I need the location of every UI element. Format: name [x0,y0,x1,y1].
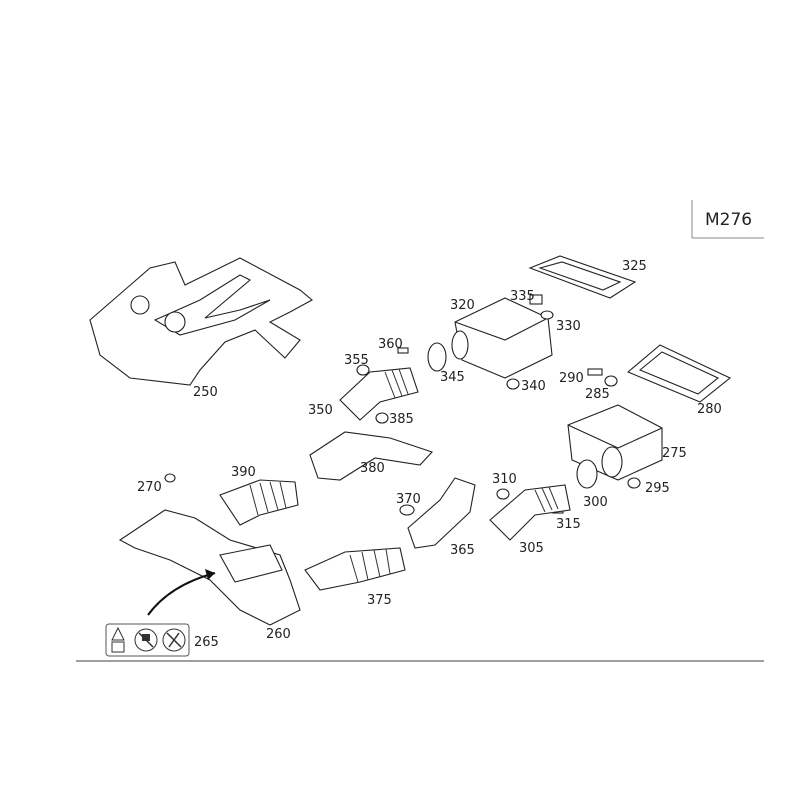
callout-315: 315 [556,517,581,532]
small-parts[interactable] [164,294,641,516]
part-285-grommet [604,375,618,387]
model-code: M276 [705,210,752,230]
part-360-screw [397,347,409,354]
part-330-grommet [540,310,554,320]
callout-335: 335 [510,289,535,304]
part-350-intake-hose[interactable] [339,367,419,421]
indicator-arrow [147,572,216,616]
callout-340: 340 [521,379,546,394]
callout-375: 375 [367,593,392,608]
callout-270: 270 [137,480,162,495]
part-335-sensor [529,294,543,305]
model-box: M276 [691,200,764,239]
part-340-grommet [506,378,520,390]
callout-labels: 250 325 335 320 330 360 355 345 340 290 … [137,259,722,650]
part-365-air-duct[interactable] [407,477,476,549]
callout-295: 295 [645,481,670,496]
callout-290: 290 [559,371,584,386]
part-375-air-hose[interactable] [304,547,406,591]
part-325-filter-element[interactable] [528,255,637,299]
callout-320: 320 [450,298,475,313]
part-270-clip [164,473,176,483]
read-manual-warning-icon [111,626,125,653]
callout-310: 310 [492,472,517,487]
part-280-filter-element[interactable] [626,344,732,403]
callout-250: 250 [193,385,218,400]
part-300-seal-ring [576,459,598,489]
callout-275: 275 [662,446,687,461]
part-385-clip [375,412,389,424]
no-hand-contact-icon [134,628,158,652]
part-305-intake-hose[interactable] [489,484,571,541]
part-290-bracket [587,368,603,376]
callout-330: 330 [556,319,581,334]
part-265-warning-label[interactable] [105,623,190,657]
part-295-grommet [627,477,641,489]
part-380-air-duct[interactable] [309,431,433,481]
callout-325: 325 [622,259,647,274]
callout-380: 380 [360,461,385,476]
callout-370: 370 [396,492,421,507]
arrow-head [205,569,215,580]
callout-385: 385 [389,412,414,427]
callout-350: 350 [308,403,333,418]
callout-260: 260 [266,627,291,642]
callout-265: 265 [194,635,219,650]
callout-305: 305 [519,541,544,556]
no-tool-icon [162,628,186,652]
callout-345: 345 [440,370,465,385]
callout-280: 280 [697,402,722,417]
part-250-engine-cover[interactable] [89,257,313,386]
callout-390: 390 [231,465,256,480]
callout-360: 360 [378,337,403,352]
part-370-clip [399,504,415,516]
callout-285: 285 [585,387,610,402]
callout-365: 365 [450,543,475,558]
part-320-air-filter-housing[interactable] [451,297,553,379]
part-260-air-duct[interactable] [118,509,301,626]
part-355-clip [356,364,370,376]
part-310-clip [496,488,510,500]
callout-355: 355 [344,353,369,368]
part-345-seal-ring [427,342,447,372]
part-390-air-hose[interactable] [219,479,299,526]
callout-300: 300 [583,495,608,510]
